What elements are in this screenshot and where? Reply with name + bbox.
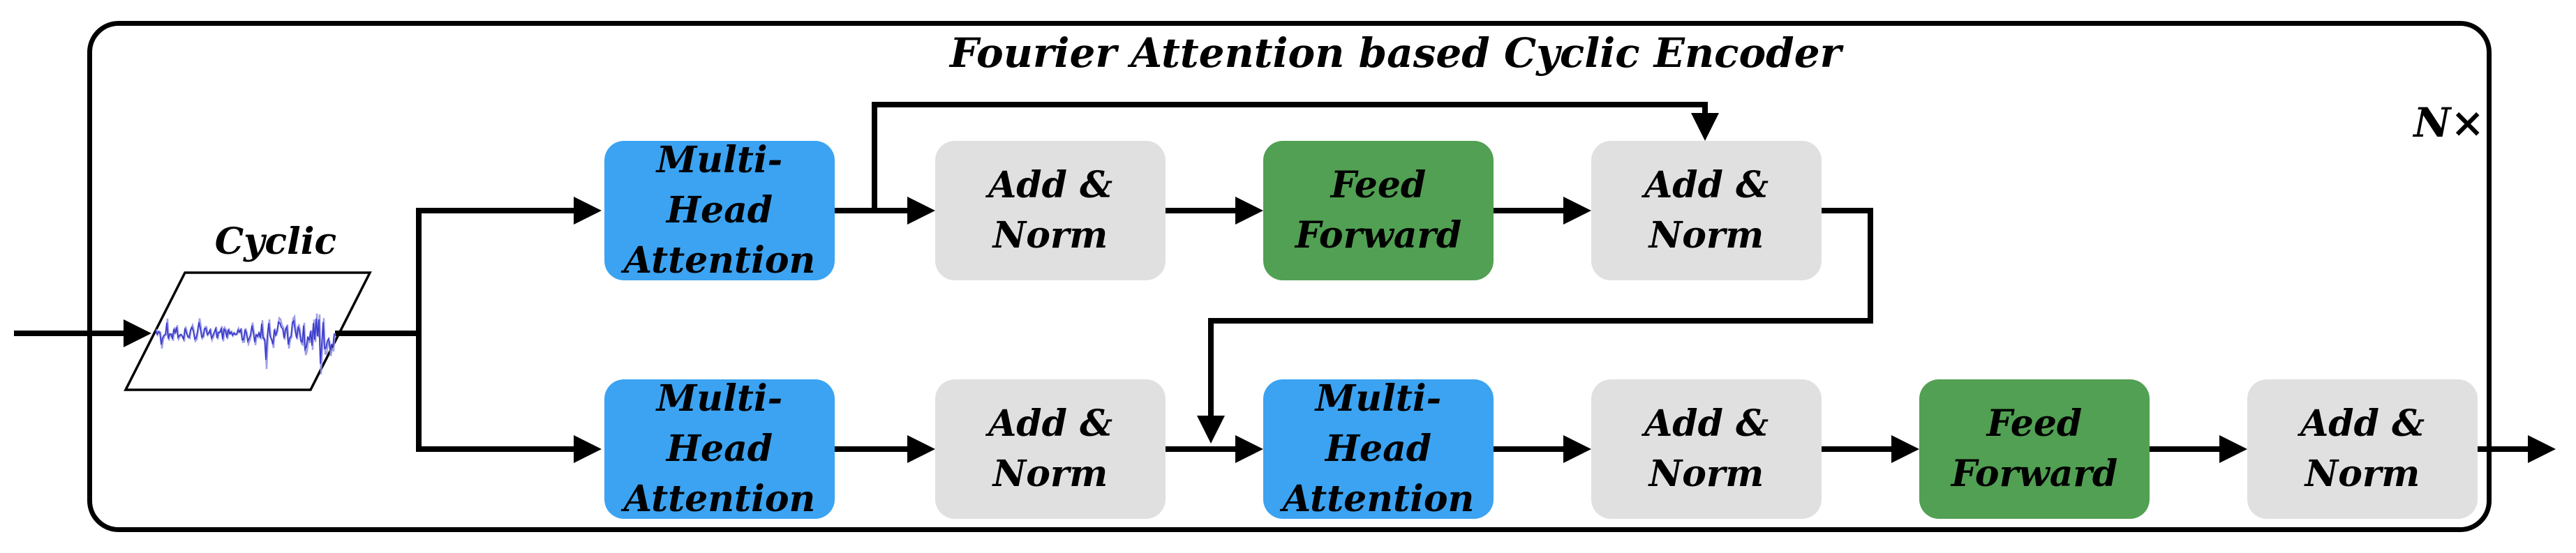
block-label: Norm (2305, 453, 2420, 495)
block-label: Attention (1282, 478, 1475, 520)
block-label: Norm (1648, 214, 1764, 257)
block-label: Multi-Head (1315, 377, 1442, 470)
block-label: Multi-Head (656, 377, 783, 470)
block-label: Multi-Head (656, 139, 783, 232)
block-label: Feed (1330, 164, 1427, 206)
top-row-output-to-bottom-mha (1197, 208, 1873, 444)
parallelogram-exit-and-top-branch (335, 197, 602, 336)
block-top-add-norm-1: Add & Norm (935, 141, 1166, 280)
block-label: Add & (988, 164, 1113, 206)
block-top-multi-head-attention: Multi-Head Attention (604, 139, 835, 282)
block-label: Add & (1644, 402, 1769, 445)
block-label: Attention (623, 239, 816, 282)
cyclic-input-label: Cyclic (214, 220, 337, 263)
block-bottom-multi-head-attention-1: Multi-Head Attention (604, 377, 835, 520)
block-label: Forward (1295, 214, 1462, 257)
bottom-branch (416, 331, 602, 463)
cyclic-signal-parallelogram (124, 271, 372, 391)
top-residual-skip (872, 102, 1719, 209)
encoder-frame (87, 21, 2492, 532)
block-label: Add & (1644, 164, 1769, 206)
block-top-feed-forward: Feed Forward (1263, 141, 1494, 280)
block-label: Add & (988, 402, 1113, 445)
block-bottom-add-norm-3: Add & Norm (2247, 379, 2478, 519)
block-label: Attention (623, 478, 816, 520)
block-label: Add & (2300, 402, 2425, 445)
block-bottom-multi-head-attention-2: Multi-Head Attention (1263, 377, 1494, 520)
block-bottom-add-norm-2: Add & Norm (1591, 379, 1822, 519)
block-label: Norm (1648, 453, 1764, 495)
block-top-add-norm-2: Add & Norm (1591, 141, 1822, 280)
block-label: Norm (992, 214, 1108, 257)
repeat-count-label: N× (2413, 99, 2485, 146)
block-label: Feed (1986, 402, 2083, 445)
block-bottom-add-norm-1: Add & Norm (935, 379, 1166, 519)
signal-waveform-icon (155, 318, 335, 364)
block-label: Norm (992, 453, 1108, 495)
block-label: Forward (1951, 453, 2118, 495)
block-bottom-feed-forward: Feed Forward (1919, 379, 2150, 519)
